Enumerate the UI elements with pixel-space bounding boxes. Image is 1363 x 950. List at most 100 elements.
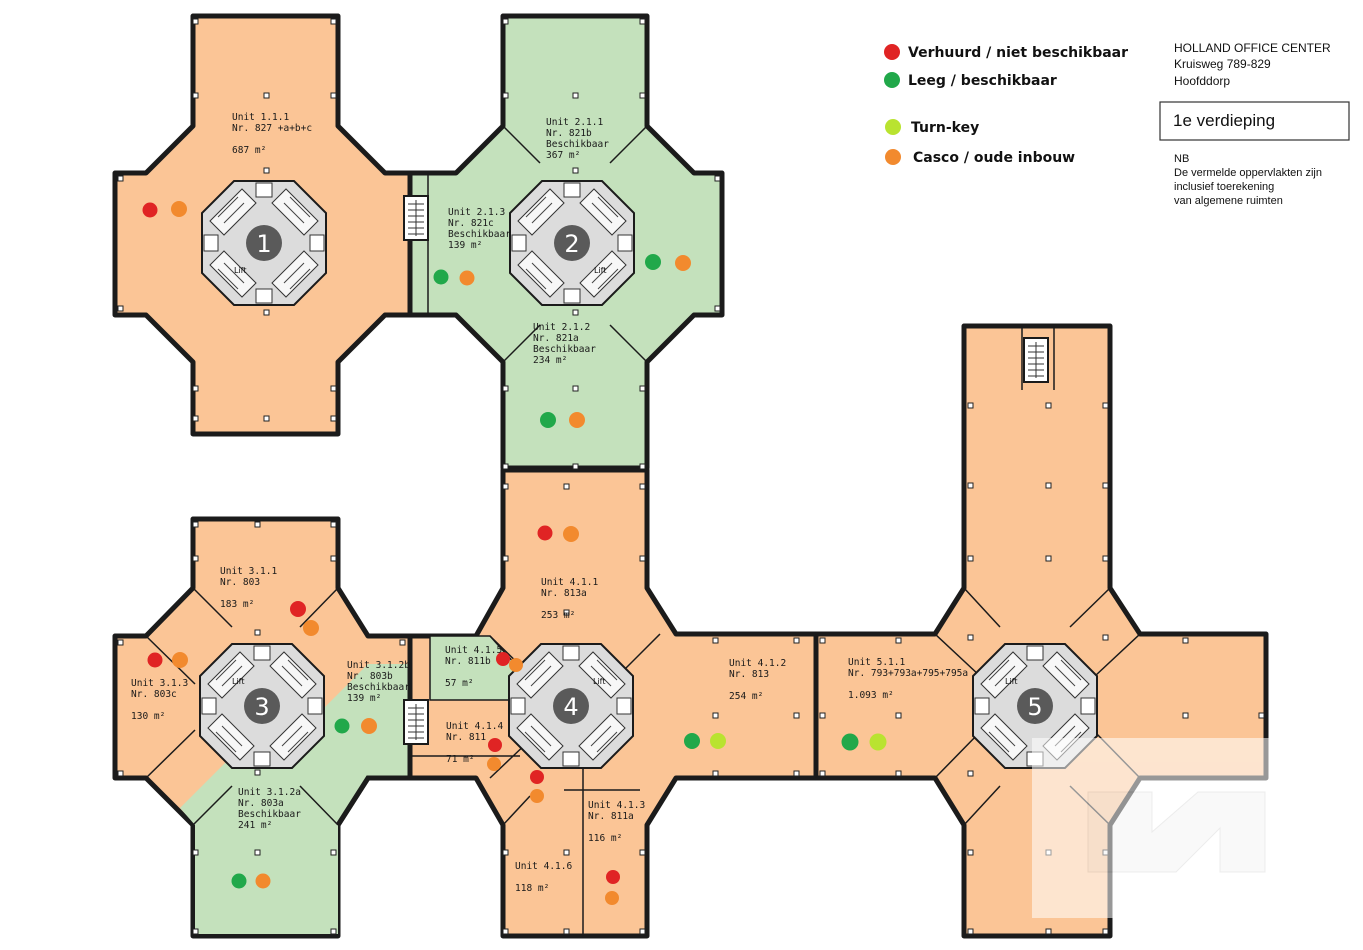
unit-number: Nr. 821b xyxy=(546,128,592,139)
building-city: Hoofddorp xyxy=(1174,74,1230,88)
unit-number: Nr. 803a xyxy=(238,798,284,809)
unit-name: Unit 1.1.1 xyxy=(232,112,289,123)
building-info: HOLLAND OFFICE CENTER Kruisweg 789-829 H… xyxy=(1174,41,1331,88)
unit-5-1-1-area[interactable] xyxy=(813,323,1269,939)
unit-4-1-2-label: Unit 4.1.2 Nr. 813 254 m² xyxy=(729,658,786,702)
core-2: 2 Lift xyxy=(509,180,635,306)
unit-area: 1.093 m² xyxy=(848,690,894,701)
core-3: 3 Lift xyxy=(199,643,325,769)
unit-name: Unit 4.1.1 xyxy=(541,577,598,588)
unit-3-1-2-area[interactable] xyxy=(180,664,408,934)
unit-2-1-1-label: Unit 2.1.1 Nr. 821b Beschikbaar 367 m² xyxy=(546,117,609,161)
unit-area: 116 m² xyxy=(588,833,622,844)
unit-status: Beschikbaar xyxy=(238,809,301,820)
unit-4-1-6-label: Unit 4.1.6 118 m² xyxy=(515,861,572,894)
lift-label: Lift xyxy=(1005,677,1018,686)
status-dot-rented xyxy=(530,770,544,784)
legend-item-casco: Casco / oude inbouw xyxy=(885,149,1075,166)
core-number: 5 xyxy=(1027,693,1042,721)
legend-swatch xyxy=(885,119,901,135)
unit-number: Nr. 811b xyxy=(445,656,491,667)
unit-number: Nr. 827 +a+b+c xyxy=(232,123,312,134)
status-dot-available xyxy=(433,269,449,285)
legend-label: Casco / oude inbouw xyxy=(913,150,1075,166)
unit-number: Nr. 821c xyxy=(448,218,494,229)
legend-swatch xyxy=(884,44,900,60)
unit-status: Beschikbaar xyxy=(546,139,609,150)
status-dot-casco xyxy=(509,658,523,672)
unit-3-1-2b-label: Unit 3.1.2b Nr. 803b Beschikbaar 139 m² xyxy=(347,660,410,704)
unit-name: Unit 3.1.3 xyxy=(131,678,188,689)
building-title: HOLLAND OFFICE CENTER xyxy=(1174,41,1331,55)
legend-swatch xyxy=(885,149,901,165)
unit-2-1-3-label: Unit 2.1.3 Nr. 821c Beschikbaar 139 m² xyxy=(448,207,511,251)
status-dots xyxy=(142,201,887,905)
stairwell-c xyxy=(1023,337,1049,383)
unit-area: 253 m² xyxy=(541,610,575,621)
area-note: NB De vermelde oppervlakten zijn inclusi… xyxy=(1174,153,1322,207)
status-dot-casco xyxy=(459,270,475,286)
unit-3-1-1-label: Unit 3.1.1 Nr. 803 183 m² xyxy=(220,566,277,610)
status-dot-available xyxy=(334,718,350,734)
note-line: NB xyxy=(1174,153,1189,165)
lift-label: Lift xyxy=(234,266,247,275)
note-line: van algemene ruimten xyxy=(1174,195,1283,207)
core-number: 3 xyxy=(254,693,269,721)
status-dot-available xyxy=(684,733,700,749)
unit-name: Unit 3.1.1 xyxy=(220,566,277,577)
unit-name: Unit 2.1.1 xyxy=(546,117,603,128)
status-dot-casco xyxy=(605,891,619,905)
note-line: De vermelde oppervlakten zijn xyxy=(1174,167,1322,179)
status-dot-casco xyxy=(255,873,271,889)
legend-item-available: Leeg / beschikbaar xyxy=(884,72,1057,89)
status-dot-available xyxy=(841,733,859,751)
unit-status: Beschikbaar xyxy=(347,682,410,693)
legend-label: Leeg / beschikbaar xyxy=(908,73,1057,89)
status-dot-available xyxy=(231,873,247,889)
status-dot-rented xyxy=(142,202,158,218)
status-dot-casco xyxy=(530,789,544,803)
status-dot-casco xyxy=(563,526,579,542)
status-dot-available xyxy=(540,412,556,428)
status-dot-rented xyxy=(606,870,620,884)
stairwell-a xyxy=(403,195,429,241)
unit-1-1-1-label: Unit 1.1.1 Nr. 827 +a+b+c 687 m² xyxy=(232,112,312,156)
unit-name: Unit 4.1.4 xyxy=(446,721,503,732)
legend-item-rented: Verhuurd / niet beschikbaar xyxy=(884,44,1128,61)
unit-name: Unit 4.1.6 xyxy=(515,861,572,872)
status-dot-rented xyxy=(290,601,306,617)
status-dot-rented xyxy=(147,652,163,668)
status-dot-casco xyxy=(361,718,377,734)
unit-5-1-1-label: Unit 5.1.1 Nr. 793+793a+795+795a 1.093 m… xyxy=(848,657,968,701)
core-number: 1 xyxy=(256,230,271,258)
unit-number: Nr. 821a xyxy=(533,333,579,344)
unit-4-1-5-label: Unit 4.1.5 Nr. 811b 57 m² xyxy=(445,645,502,689)
status-dot-rented xyxy=(488,738,502,752)
status-dot-casco xyxy=(303,620,319,636)
unit-number: Nr. 803 xyxy=(220,577,260,588)
unit-area: 139 m² xyxy=(347,693,381,704)
unit-name: Unit 2.1.2 xyxy=(533,322,590,333)
status-dot-turnkey xyxy=(869,733,887,751)
status-dot-casco xyxy=(487,757,501,771)
core-number: 2 xyxy=(564,230,579,258)
unit-4-1-4-label: Unit 4.1.4 Nr. 811 71 m² xyxy=(446,721,503,765)
unit-number: Nr. 803b xyxy=(347,671,393,682)
unit-number: Nr. 803c xyxy=(131,689,177,700)
unit-area: 234 m² xyxy=(533,355,567,366)
unit-3-1-2a-label: Unit 3.1.2a Nr. 803a Beschikbaar 241 m² xyxy=(238,787,301,831)
unit-name: Unit 4.1.5 xyxy=(445,645,502,656)
note-line: inclusief toerekening xyxy=(1174,181,1274,193)
unit-name: Unit 2.1.3 xyxy=(448,207,505,218)
unit-4-1-3-label: Unit 4.1.3 Nr. 811a 116 m² xyxy=(588,800,645,844)
unit-area: 71 m² xyxy=(446,754,475,765)
unit-area: 687 m² xyxy=(232,145,266,156)
unit-3-1-3-label: Unit 3.1.3 Nr. 803c 130 m² xyxy=(131,678,188,722)
lift-label: Lift xyxy=(594,266,607,275)
floor-label: 1e verdieping xyxy=(1173,111,1275,130)
status-dot-rented xyxy=(496,652,510,666)
legend-item-turnkey: Turn-key xyxy=(885,119,979,136)
status-dot-casco xyxy=(675,255,691,271)
unit-name: Unit 4.1.2 xyxy=(729,658,786,669)
